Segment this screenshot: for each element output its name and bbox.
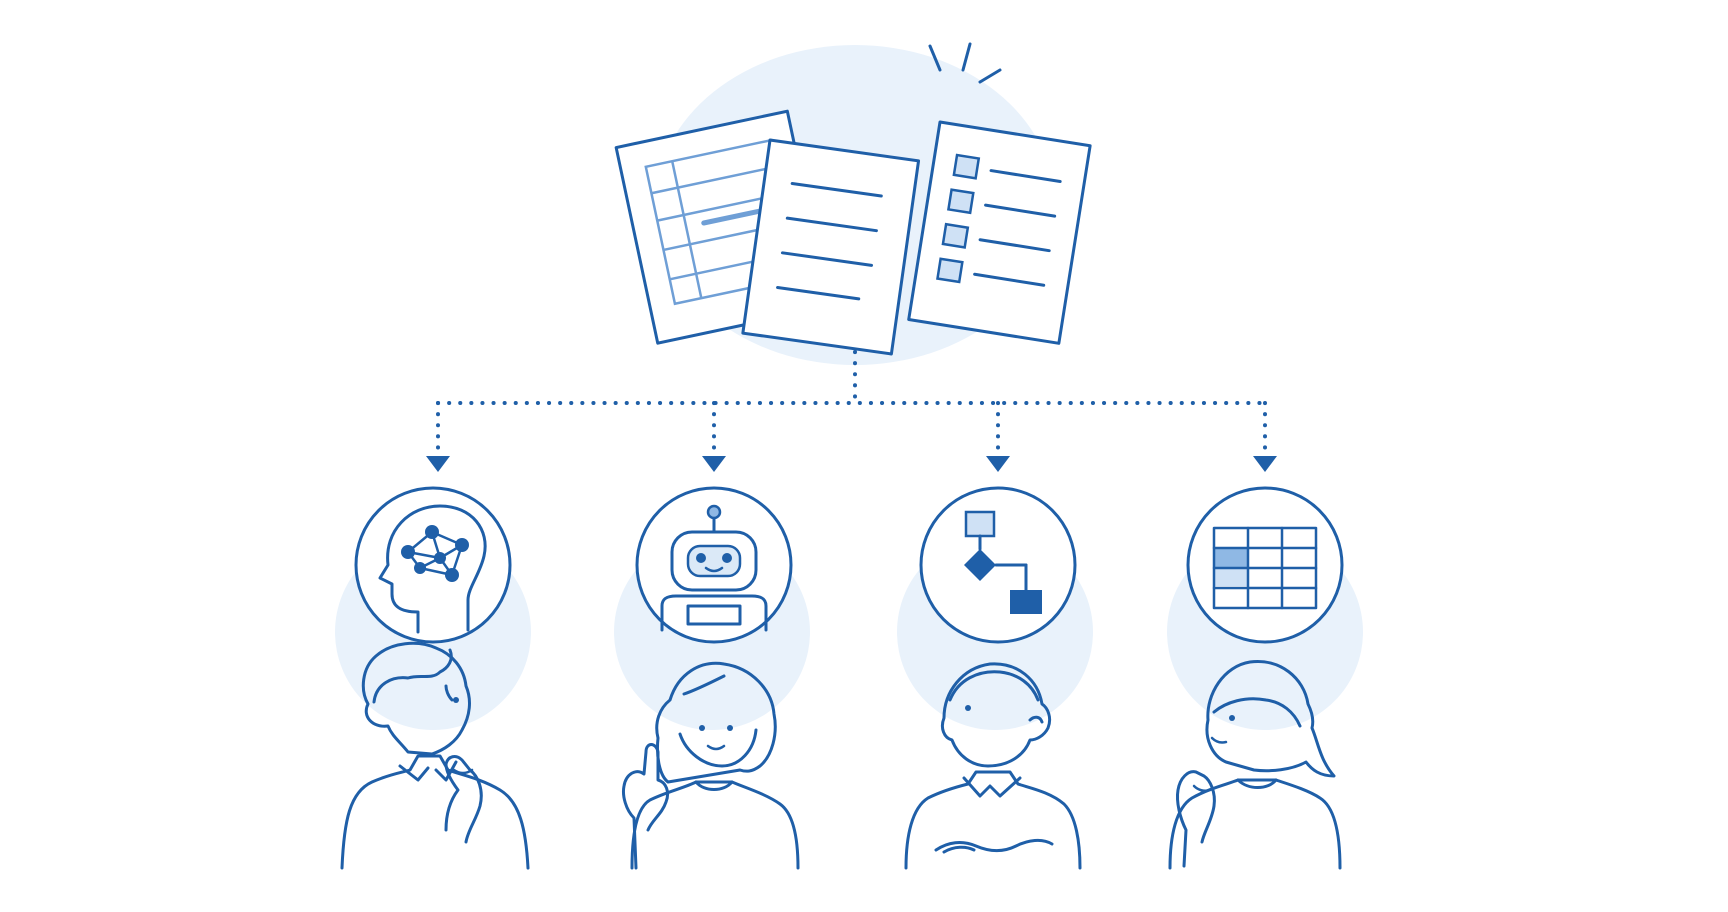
arrow-down-icon [426, 456, 450, 472]
thinking-woman [1168, 660, 1342, 870]
brain-network-icon [354, 486, 512, 644]
flowchart-icon [919, 486, 1077, 644]
robot-icon [635, 486, 793, 644]
checklist-document-icon [907, 120, 1092, 345]
arrow-down-icon [1253, 456, 1277, 472]
arms-crossed-man [904, 662, 1082, 870]
spreadsheet-grid-icon [1186, 486, 1344, 644]
thinking-man [340, 641, 530, 870]
documents-cluster [614, 42, 1092, 365]
text-document-icon [741, 138, 921, 356]
arrow-down-icon [702, 456, 726, 472]
dotted-connectors [426, 350, 1277, 472]
pointing-woman [622, 661, 800, 870]
spark-lines [928, 42, 1002, 84]
arrow-down-icon [986, 456, 1010, 472]
